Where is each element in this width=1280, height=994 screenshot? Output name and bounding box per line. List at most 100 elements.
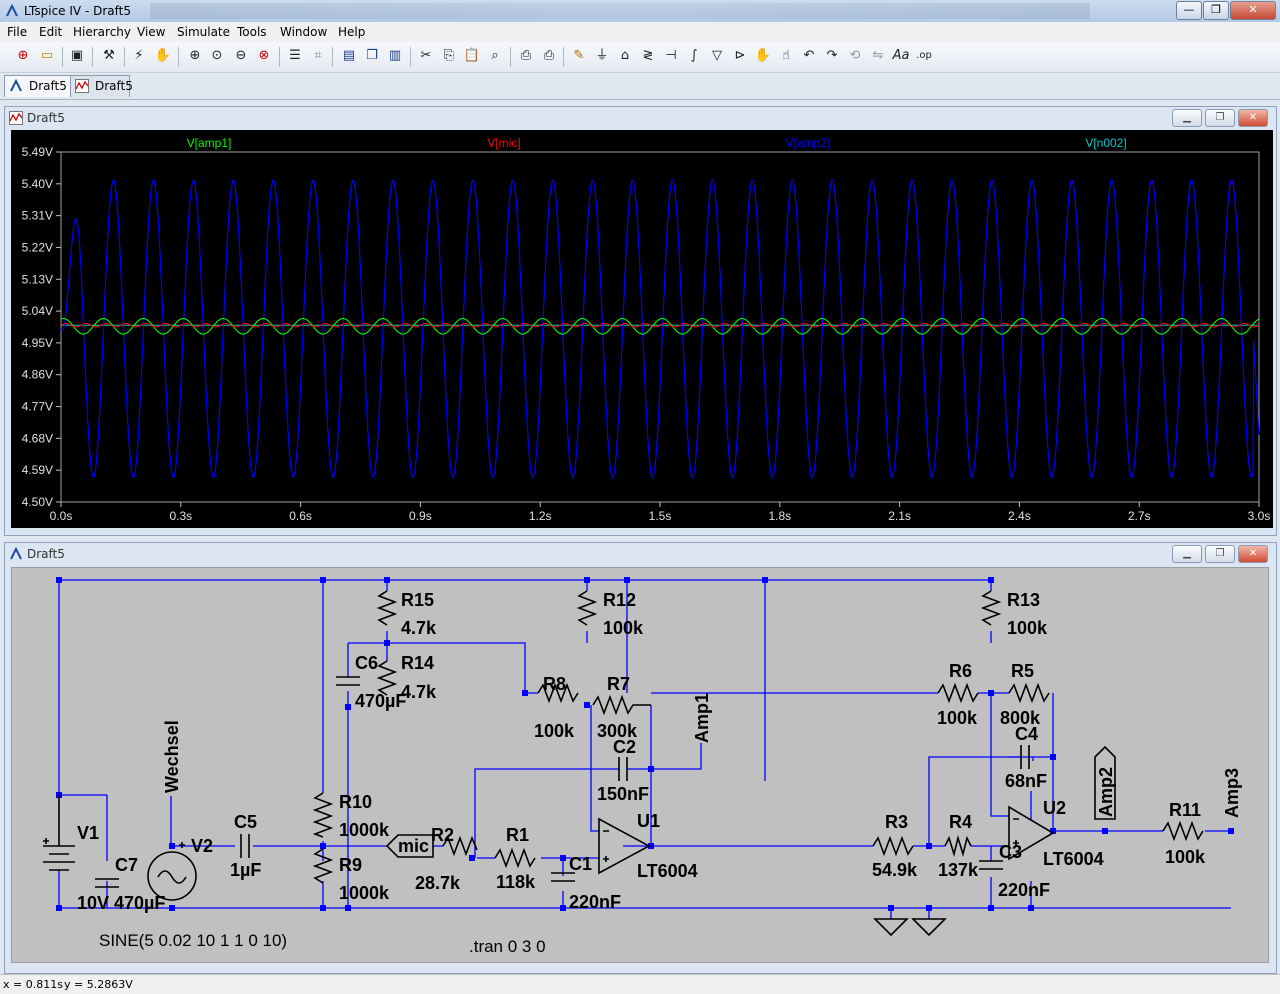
source-V2 xyxy=(147,851,197,901)
menu-edit[interactable]: Edit xyxy=(39,25,63,39)
label-Amp3: Amp3 xyxy=(1222,768,1242,818)
undo-icon[interactable]: ↶ xyxy=(803,48,815,63)
waveform-pane-title: Draft5 xyxy=(27,111,65,125)
menu-file[interactable]: File xyxy=(7,25,28,39)
label-R9: R9 xyxy=(339,855,362,875)
menu-hierarchy[interactable]: Hierarchy xyxy=(73,25,132,39)
draw-wire-icon[interactable]: ✎ xyxy=(573,48,585,63)
label-C1: C1 xyxy=(569,854,592,874)
copy-icon[interactable]: ⎘ xyxy=(443,48,455,63)
mirror-icon[interactable]: ⇋ xyxy=(872,48,884,63)
tile-horizontal-icon[interactable]: ▤ xyxy=(342,48,356,63)
capacitor-C6 xyxy=(336,676,360,686)
resistor-R10 xyxy=(312,792,334,838)
pane-close-button[interactable]: ✕ xyxy=(1238,109,1268,127)
resistor-icon[interactable]: ≷ xyxy=(642,48,654,63)
resistor-R4 xyxy=(944,835,972,857)
value-R11: 100k xyxy=(1165,847,1206,867)
pane-close-button[interactable]: ✕ xyxy=(1238,545,1268,563)
autorange-icon[interactable]: ☰ xyxy=(289,48,301,63)
print-preview-icon[interactable]: ⎙ xyxy=(520,48,532,63)
schematic-canvas[interactable]: R15 4.7k R12 100k R13 100k C6 470µF R14 … xyxy=(11,567,1269,963)
pan-icon[interactable]: ⊙ xyxy=(211,48,223,63)
control-panel-icon[interactable]: ⚒ xyxy=(103,48,115,63)
value-R1: 118k xyxy=(496,872,536,892)
label-Amp2: Amp2 xyxy=(1096,767,1116,817)
waveform-plot[interactable]: 5.49V5.40V5.31V5.22V5.13V5.04V4.95V4.86V… xyxy=(11,130,1273,528)
resistor-R14 xyxy=(376,660,398,696)
rotate-icon[interactable]: ⟲ xyxy=(849,48,861,63)
resistor-R5 xyxy=(1008,682,1050,704)
zoom-in-icon[interactable]: ⊕ xyxy=(189,48,201,63)
resistor-R3 xyxy=(872,835,914,857)
tab-waveform[interactable]: Draft5 xyxy=(70,75,133,97)
legend-V[mic][interactable]: V[mic] xyxy=(487,136,520,150)
y-tick-label: 4.68V xyxy=(22,431,53,445)
open-icon[interactable]: ▭ xyxy=(40,48,54,63)
capacitor-C1 xyxy=(551,872,575,882)
ground-icon[interactable]: ⏚ xyxy=(595,48,609,63)
capacitor-C7 xyxy=(95,878,119,888)
label-R13: R13 xyxy=(1007,590,1040,610)
inductor-icon[interactable]: ∫ xyxy=(690,48,698,63)
y-tick-label: 4.77V xyxy=(22,400,53,414)
schematic-pane-title: Draft5 xyxy=(27,547,65,561)
component-icon[interactable]: ⊳ xyxy=(734,48,746,63)
pane-minimize-button[interactable]: ▁ xyxy=(1172,545,1202,563)
legend-V[n002][interactable]: V[n002] xyxy=(1085,136,1126,150)
drag-icon[interactable]: ☝ xyxy=(782,48,790,63)
waveform-icon xyxy=(75,79,89,93)
minimize-button[interactable]: — xyxy=(1176,1,1202,20)
save-icon[interactable]: ▣ xyxy=(70,48,84,63)
battery-V1 xyxy=(43,795,75,871)
fit-icon[interactable]: ⌗ xyxy=(314,48,322,63)
legend-V[amp1][interactable]: V[amp1] xyxy=(187,136,232,150)
cascade-icon[interactable]: ❐ xyxy=(366,48,378,63)
resistor-R9 xyxy=(312,848,334,884)
trace-mic xyxy=(60,323,1260,328)
run-icon[interactable]: ⚡ xyxy=(134,48,144,63)
text-icon[interactable]: Aa xyxy=(892,48,910,63)
new-schematic-icon[interactable]: ⊕ xyxy=(17,48,29,63)
tab-schematic[interactable]: Draft5 xyxy=(4,75,72,97)
label-net-icon[interactable]: ⌂ xyxy=(620,48,630,63)
resistor-R1 xyxy=(494,847,536,869)
menu-tools[interactable]: Tools xyxy=(237,25,267,39)
label-R14: R14 xyxy=(401,653,434,673)
opamp-U1 xyxy=(598,817,651,875)
value-R8: 100k xyxy=(534,721,575,741)
mic-label xyxy=(385,834,434,858)
x-tick-label: 1.8s xyxy=(768,509,791,523)
menu-simulate[interactable]: Simulate xyxy=(177,25,231,39)
resistor-R11 xyxy=(1162,820,1204,842)
move-icon[interactable]: ✋ xyxy=(754,48,772,63)
label-C2: C2 xyxy=(613,737,636,757)
spice-directive-icon[interactable]: .op xyxy=(916,50,932,61)
tile-vertical-icon[interactable]: ▥ xyxy=(388,48,402,63)
diode-icon[interactable]: ▽ xyxy=(712,48,722,63)
redo-icon[interactable]: ↷ xyxy=(826,48,838,63)
legend-V[amp2][interactable]: V[amp2] xyxy=(786,136,831,150)
pane-minimize-button[interactable]: ▁ xyxy=(1172,109,1202,127)
capacitor-icon[interactable]: ⊣ xyxy=(665,48,677,63)
label-Amp1: Amp1 xyxy=(692,693,712,743)
cut-icon[interactable]: ✂ xyxy=(420,48,432,63)
pane-restore-button[interactable]: ❐ xyxy=(1205,109,1235,127)
ground-2 xyxy=(911,918,947,937)
label-C4: C4 xyxy=(1015,724,1038,744)
menu-view[interactable]: View xyxy=(137,25,166,39)
halt-icon[interactable]: ✋ xyxy=(154,48,172,63)
schematic-icon xyxy=(10,547,22,560)
close-button[interactable]: ✕ xyxy=(1230,1,1276,20)
print-icon[interactable]: ⎙ xyxy=(543,48,555,63)
paste-icon[interactable]: 📋 xyxy=(463,48,481,63)
menu-help[interactable]: Help xyxy=(338,25,366,39)
label-C5: C5 xyxy=(234,812,257,832)
restore-button[interactable]: ❐ xyxy=(1203,1,1229,20)
value-C1: 220nF xyxy=(569,892,621,912)
pane-restore-button[interactable]: ❐ xyxy=(1205,545,1235,563)
find-icon[interactable]: ⌕ xyxy=(491,48,499,63)
menu-window[interactable]: Window xyxy=(280,25,328,39)
zoom-out-icon[interactable]: ⊖ xyxy=(235,48,247,63)
zoom-cancel-icon[interactable]: ⊗ xyxy=(258,48,270,63)
